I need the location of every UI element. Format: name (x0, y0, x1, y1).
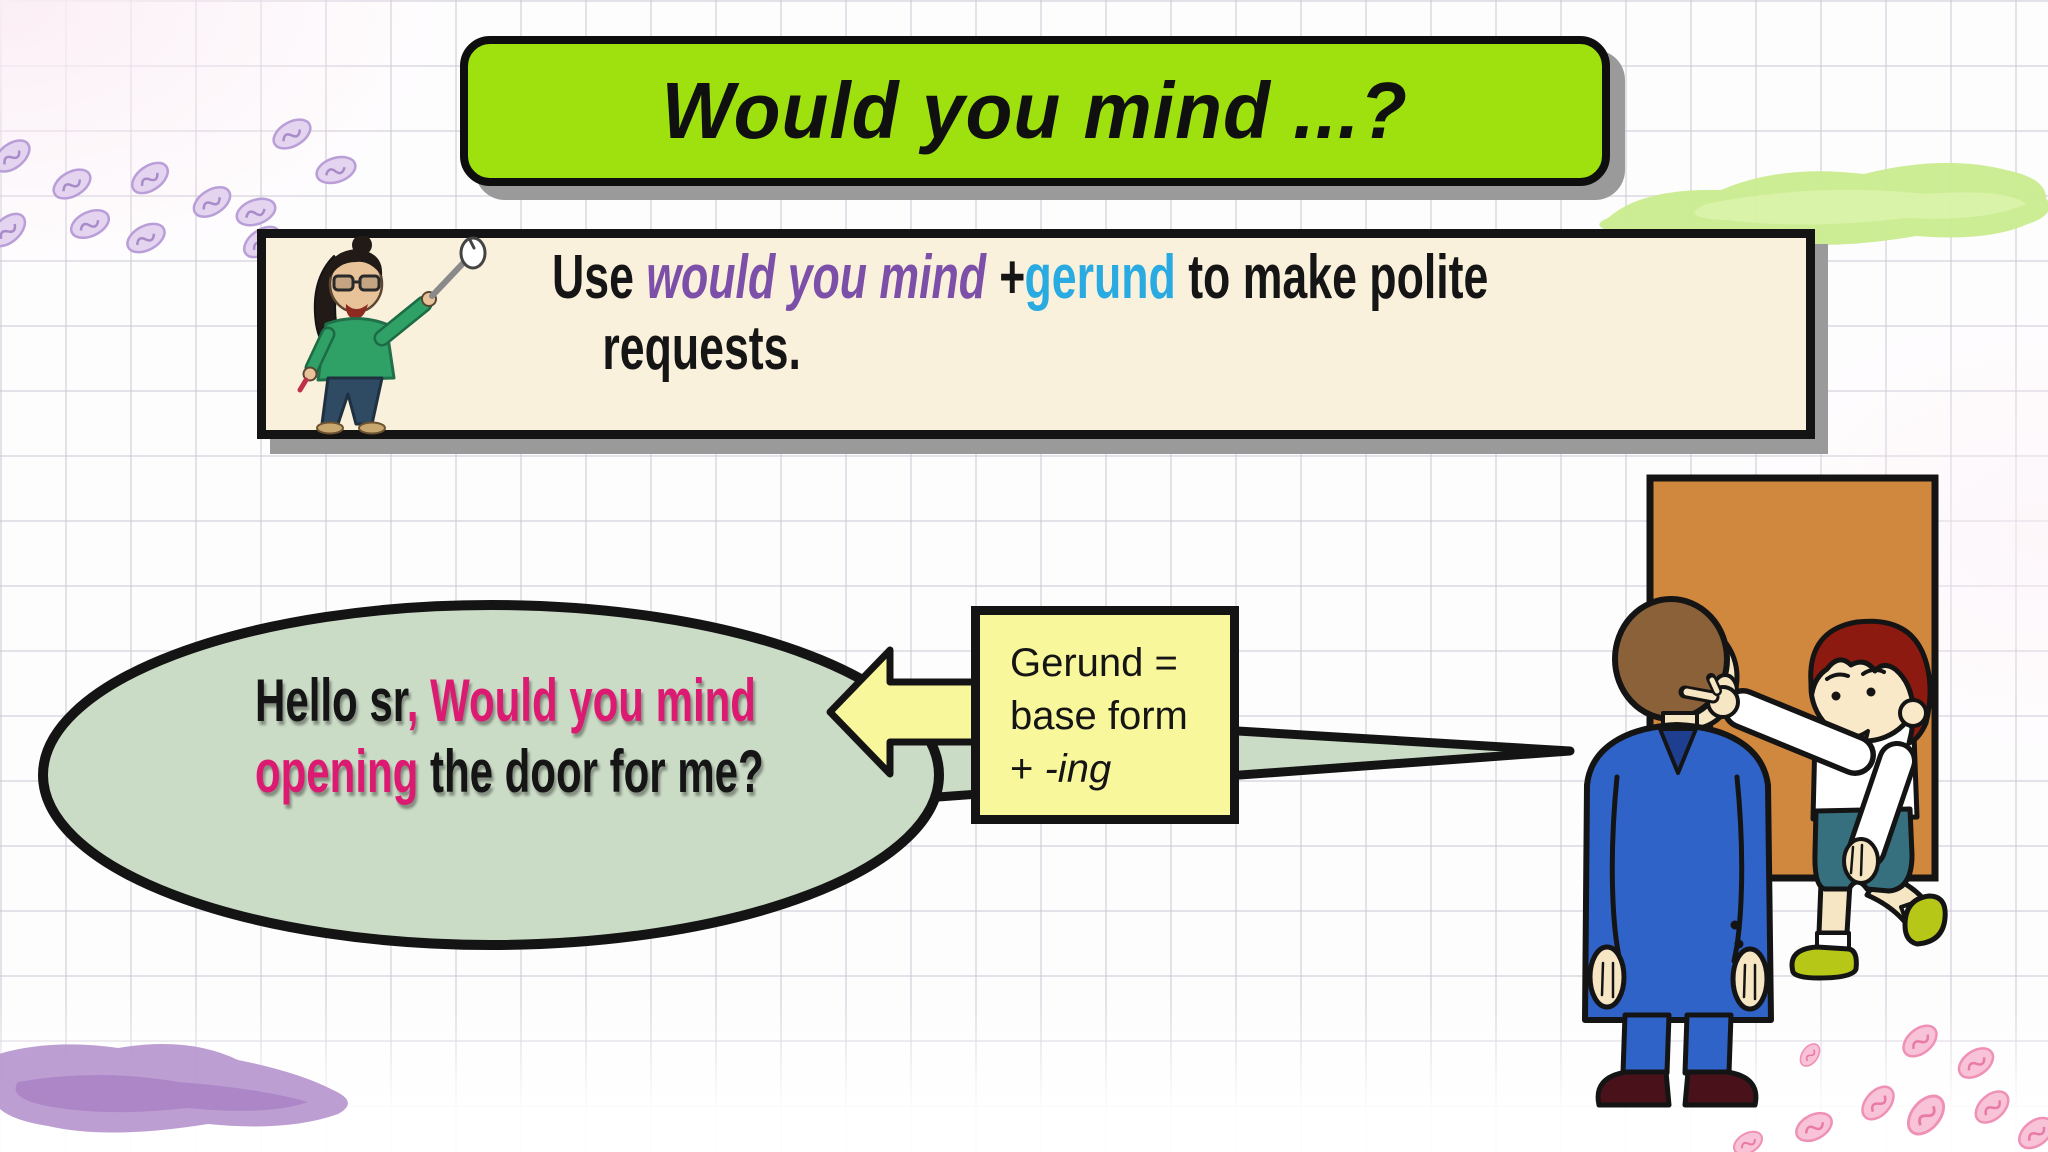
slide-title: Would you mind ...? (661, 66, 1409, 155)
man-shoe-right (1682, 1069, 1759, 1108)
instruction-line-1: Use would you mind +gerund to make polit… (552, 243, 1489, 312)
teacher-hand-left (302, 366, 318, 382)
teacher-shoe (316, 421, 344, 435)
teacher-foam-finger (459, 236, 487, 270)
door-scene-illustration (1582, 474, 1948, 1108)
teacher-pants (320, 376, 384, 426)
gerund-note-line-1: Gerund = (1010, 641, 1178, 685)
speech-bubble-line-1: Hello sr, Would you mind (255, 667, 756, 734)
speech-bubble-text: Hello sr, Would you mind opening the doo… (255, 666, 764, 808)
teacher-character (297, 236, 487, 435)
boy-raised-shoe (1902, 893, 1948, 947)
teacher-mouth (345, 304, 368, 320)
man-shoe-left (1595, 1069, 1672, 1108)
man-left-hand (1587, 944, 1627, 1010)
instruction-text: Use would you mind +gerund to make polit… (552, 243, 1489, 384)
teacher-pointer-stick (429, 255, 471, 299)
man-jacket (1582, 722, 1774, 1023)
title-banner: Would you mind ...? (460, 36, 1610, 186)
teacher-hair (329, 249, 383, 278)
teacher-shoe (358, 421, 386, 435)
purple-brush-stroke (0, 1044, 348, 1133)
instruction-line-2: requests. (602, 313, 801, 383)
green-brush-stroke (1599, 162, 2048, 246)
boy-character (1678, 618, 1948, 981)
boy-standing-shoe (1789, 944, 1859, 981)
callout-left-arrow (826, 646, 984, 778)
boy-ear (1898, 698, 1928, 728)
gerund-note-box: Gerund = base form + -ing (971, 606, 1239, 824)
speech-bubble-line-2: opening the door for me? (255, 737, 764, 805)
gerund-note-line-2: base form (1010, 694, 1188, 739)
man-pants (1620, 1012, 1672, 1076)
man-right-hand (1730, 946, 1770, 1012)
instruction-box (257, 229, 1815, 439)
gerund-note-line-3: + -ing (1010, 747, 1112, 792)
